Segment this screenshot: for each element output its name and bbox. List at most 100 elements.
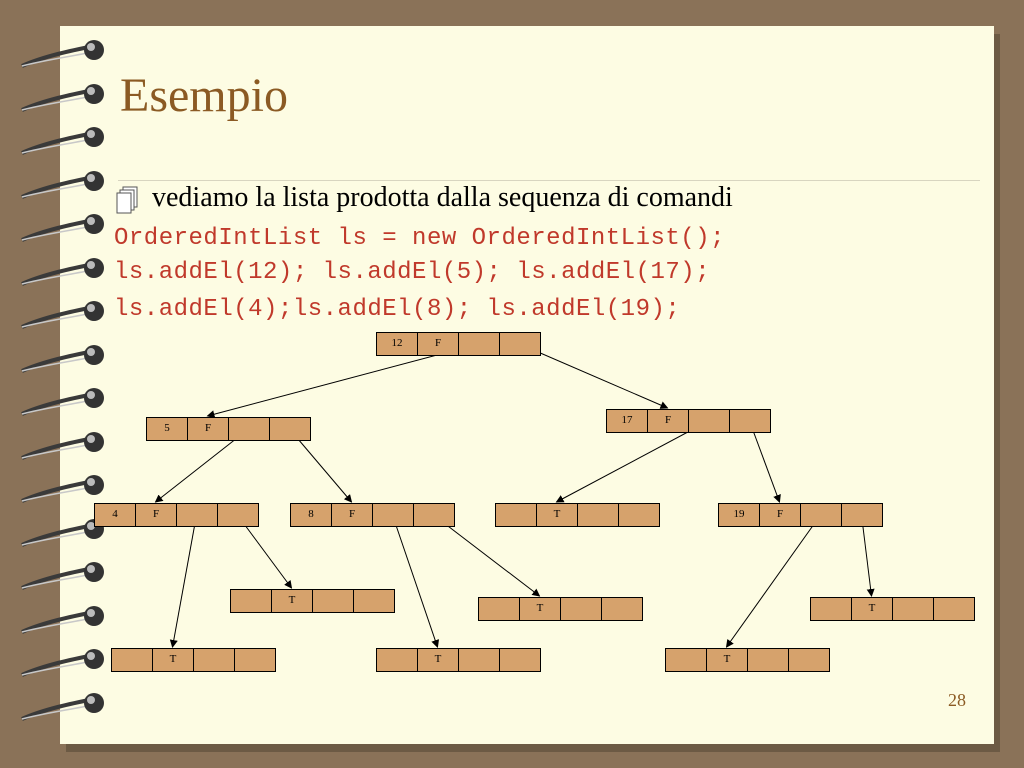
- node-left-pointer-cell: [193, 648, 235, 672]
- bullet-text: vediamo la lista prodotta dalla sequenza…: [152, 182, 733, 213]
- node-value-cell: 5: [146, 417, 188, 441]
- node-value-cell: [495, 503, 537, 527]
- pointer-arrow: [861, 514, 875, 597]
- node-flag-cell: T: [706, 648, 748, 672]
- node-value-cell: 12: [376, 332, 418, 356]
- node-value-cell: [230, 589, 272, 613]
- node-right-pointer-cell: [618, 503, 660, 527]
- node-flag-cell: F: [417, 332, 459, 356]
- binding-coil-icon: [21, 431, 104, 460]
- node-left-pointer-cell: [312, 589, 354, 613]
- binding-coil-icon: [21, 127, 104, 155]
- node-flag-cell: T: [536, 503, 578, 527]
- list-node: T: [111, 648, 276, 672]
- binding-coil-icon: [21, 83, 104, 112]
- pointer-arrow: [555, 420, 709, 503]
- pointer-arrow: [206, 343, 479, 419]
- binding-coil-icon: [21, 649, 104, 677]
- pointer-arrow: [289, 428, 353, 503]
- slide-title: Esempio: [120, 69, 288, 122]
- node-left-pointer-cell: [747, 648, 789, 672]
- slide-page: [60, 26, 994, 744]
- node-right-pointer-cell: [217, 503, 259, 527]
- list-node: T: [376, 648, 541, 672]
- node-value-cell: [665, 648, 707, 672]
- binding-coil-icon: [21, 692, 104, 721]
- node-right-pointer-cell: [353, 589, 395, 613]
- pointer-arrow: [749, 420, 781, 503]
- node-right-pointer-cell: [499, 332, 541, 356]
- node-flag-cell: F: [647, 409, 689, 433]
- node-flag-cell: F: [331, 503, 373, 527]
- node-value-cell: [111, 648, 153, 672]
- node-value-cell: 17: [606, 409, 648, 433]
- node-value-cell: 19: [718, 503, 760, 527]
- list-node: T: [810, 597, 975, 621]
- node-left-pointer-cell: [458, 648, 500, 672]
- node-right-pointer-cell: [499, 648, 541, 672]
- node-right-pointer-cell: [234, 648, 276, 672]
- binding-coil-icon: [21, 518, 104, 547]
- node-left-pointer-cell: [458, 332, 500, 356]
- node-value-cell: 8: [290, 503, 332, 527]
- node-right-pointer-cell: [269, 417, 311, 441]
- node-left-pointer-cell: [372, 503, 414, 527]
- binding-coil-icon: [21, 475, 104, 503]
- list-node: T: [665, 648, 830, 672]
- node-flag-cell: T: [271, 589, 313, 613]
- pointer-arrow: [725, 514, 821, 648]
- binding-coil-icon: [21, 214, 104, 242]
- slide-number: 28: [948, 690, 966, 710]
- node-left-pointer-cell: [800, 503, 842, 527]
- node-flag-cell: T: [519, 597, 561, 621]
- node-left-pointer-cell: [892, 597, 934, 621]
- node-value-cell: [376, 648, 418, 672]
- binding-coil-icon: [21, 301, 104, 329]
- node-right-pointer-cell: [841, 503, 883, 527]
- node-value-cell: 4: [94, 503, 136, 527]
- node-value-cell: [810, 597, 852, 621]
- pointer-arrow: [169, 514, 197, 648]
- binding-coil-icon: [21, 562, 104, 590]
- node-left-pointer-cell: [577, 503, 619, 527]
- node-right-pointer-cell: [413, 503, 455, 527]
- node-left-pointer-cell: [176, 503, 218, 527]
- node-flag-cell: F: [759, 503, 801, 527]
- node-left-pointer-cell: [560, 597, 602, 621]
- code-line: OrderedIntList ls = new OrderedIntList()…: [114, 225, 725, 252]
- binding-coil-icon: [21, 40, 104, 68]
- node-flag-cell: T: [152, 648, 194, 672]
- list-node: T: [230, 589, 395, 613]
- node-right-pointer-cell: [788, 648, 830, 672]
- code-line: ls.addEl(12); ls.addEl(5); ls.addEl(17);: [114, 259, 711, 286]
- pointer-arrow: [237, 514, 293, 589]
- title-rule: [118, 180, 980, 181]
- node-flag-cell: F: [135, 503, 177, 527]
- node-left-pointer-cell: [228, 417, 270, 441]
- binding-coil-icon: [21, 257, 104, 286]
- pointer-arrow: [392, 514, 440, 648]
- list-node: T: [478, 597, 643, 621]
- node-left-pointer-cell: [688, 409, 730, 433]
- node-flag-cell: T: [417, 648, 459, 672]
- node-flag-cell: T: [851, 597, 893, 621]
- node-flag-cell: F: [187, 417, 229, 441]
- binding-coil-icon: [21, 388, 104, 416]
- code-line: ls.addEl(4);ls.addEl(8); ls.addEl(19);: [114, 296, 681, 323]
- node-right-pointer-cell: [729, 409, 771, 433]
- node-value-cell: [478, 597, 520, 621]
- node-right-pointer-cell: [601, 597, 643, 621]
- binding-coil-icon: [21, 170, 104, 199]
- node-right-pointer-cell: [933, 597, 975, 621]
- list-node: T: [495, 503, 660, 527]
- pointer-arrow: [154, 428, 249, 503]
- pointer-arrow: [519, 343, 669, 409]
- binding-coil-icon: [21, 605, 104, 634]
- pointer-arrow: [433, 514, 541, 597]
